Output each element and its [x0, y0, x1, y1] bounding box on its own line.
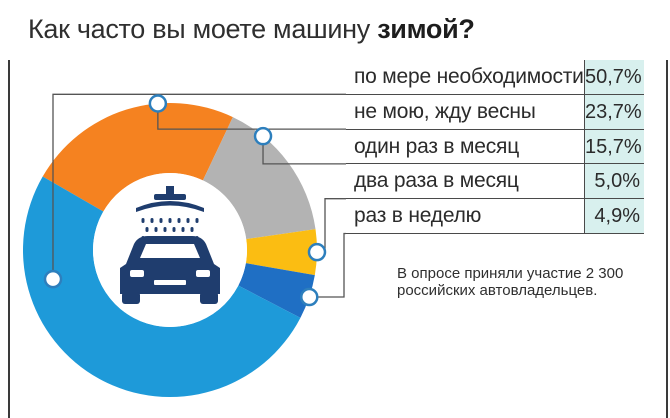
- leader-marker: [43, 269, 63, 289]
- legend-row: один раз в месяц 15,7%: [346, 129, 644, 165]
- shower-arc: [136, 201, 204, 212]
- donut-slice: [238, 263, 315, 318]
- leader-line: [52, 93, 346, 280]
- title-emphasis: зимой?: [377, 14, 475, 44]
- donut-slice: [22, 176, 301, 398]
- water-drop: [168, 218, 172, 223]
- water-drop: [186, 218, 190, 223]
- leader-marker: [300, 287, 319, 307]
- legend-label: не мою, жду весны: [354, 99, 536, 123]
- water-drop: [141, 218, 145, 223]
- car-grille: [154, 280, 186, 285]
- title-prefix: Как часто вы моете машину: [28, 14, 378, 44]
- donut-slices: [22, 103, 317, 398]
- legend-row: два раза в месяц 5,0%: [346, 164, 644, 200]
- legend-value: 50,7%: [584, 60, 644, 94]
- car-windshield: [140, 244, 200, 258]
- donut-slice: [245, 229, 317, 276]
- water-drop: [150, 218, 154, 223]
- water-drop: [145, 227, 149, 232]
- shower-head: [154, 194, 186, 200]
- water-drop: [159, 218, 163, 223]
- legend-table: по мере необходимости 50,7% не мою, жду …: [346, 60, 644, 234]
- legend-label: два раза в месяц: [354, 169, 519, 193]
- water-drop: [172, 227, 176, 232]
- leader-lines: [52, 93, 346, 298]
- donut-slice: [42, 103, 233, 212]
- car-wheel: [200, 292, 218, 304]
- legend-value: 23,7%: [584, 94, 644, 129]
- legend-label: один раз в месяц: [354, 134, 520, 158]
- legend-label: раз в неделю: [354, 204, 482, 228]
- leader-line: [309, 232, 346, 298]
- car-headlight: [196, 270, 210, 277]
- water-drop: [190, 227, 194, 232]
- legend-value: 4,9%: [584, 199, 644, 233]
- chart-frame: [8, 60, 668, 418]
- legend-row: по мере необходимости 50,7%: [346, 60, 644, 95]
- legend-row: не мою, жду весны 23,7%: [346, 94, 644, 130]
- donut-slice: [202, 117, 316, 240]
- legend-row: раз в неделю 4,9%: [346, 199, 644, 234]
- car-wash-icon: [120, 186, 220, 304]
- leader-marker: [253, 126, 273, 146]
- legend-label: по мере необходимости: [354, 65, 584, 88]
- legend-value: 15,7%: [584, 129, 644, 164]
- car-wheel: [122, 292, 140, 304]
- water-drop: [195, 218, 199, 223]
- car-headlight: [130, 270, 144, 277]
- water-drop: [181, 227, 185, 232]
- chart-title: Как часто вы моете машину зимой?: [28, 14, 475, 45]
- legend-value: 5,0%: [584, 164, 644, 199]
- water-drop: [154, 227, 158, 232]
- water-drop: [163, 227, 167, 232]
- leader-marker: [307, 242, 327, 262]
- leader-marker: [148, 94, 168, 113]
- water-drop: [177, 218, 181, 223]
- shower-pipe: [166, 186, 174, 195]
- survey-note: В опросе приняли участие 2 300 российски…: [397, 265, 624, 299]
